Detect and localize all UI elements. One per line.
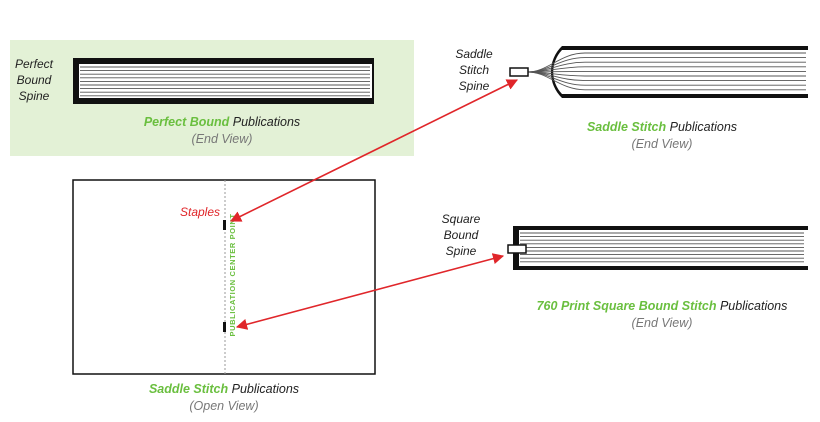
square-bound-illustration (507, 226, 808, 270)
square-staple (507, 244, 527, 254)
saddle-staple (509, 67, 529, 77)
perfect-caption: Perfect Bound Publications (End View) (143, 115, 301, 146)
open-view-sheet (72, 179, 376, 375)
saddle-stitch-illustration (509, 46, 808, 98)
page-line (527, 71, 806, 77)
page-line (527, 71, 806, 86)
open-view-caption: Saddle Stitch Publications (Open View) (148, 382, 300, 413)
square-caption: 760 Print Square Bound Stitch Publicatio… (536, 299, 788, 330)
page-line (527, 70, 806, 73)
center-point-label: PUBLICATION CENTER POINT (228, 213, 237, 336)
page-line (527, 57, 806, 73)
perfect-bound-illustration (73, 58, 374, 104)
staple-top (223, 220, 226, 230)
arrow-square (235, 253, 505, 330)
saddle-end-caption: Saddle Stitch Publications (End View) (586, 120, 738, 151)
staple-bottom (223, 322, 226, 332)
page-line (527, 71, 806, 91)
staples-label: Staples (180, 205, 221, 219)
arrow-saddle (229, 79, 519, 222)
